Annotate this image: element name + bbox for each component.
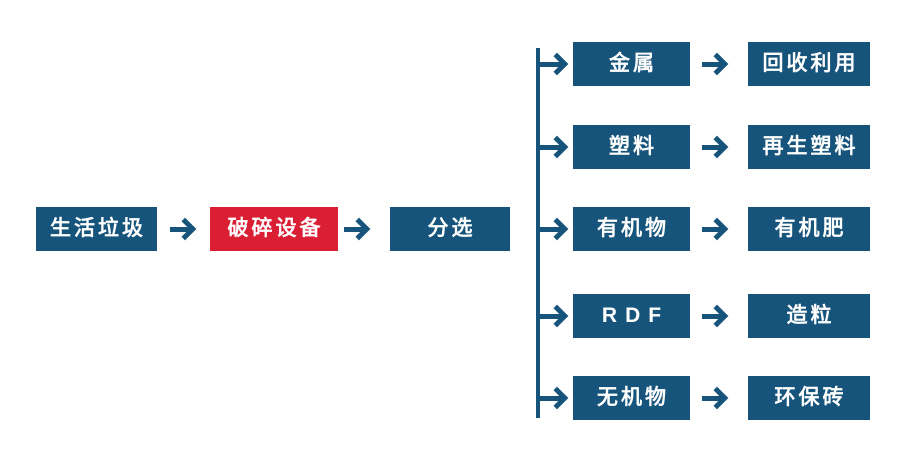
arrow-right-icon bbox=[537, 305, 568, 327]
node-sorting: 分选 bbox=[390, 207, 510, 251]
node-organic-fertilizer: 有机肥 bbox=[748, 207, 870, 251]
node-recycled-plastic: 再生塑料 bbox=[748, 125, 870, 169]
arrow-right-icon bbox=[702, 305, 728, 327]
node-household-waste: 生活垃圾 bbox=[36, 207, 157, 251]
node-recycling: 回收利用 bbox=[748, 42, 870, 86]
node-metal: 金属 bbox=[573, 42, 690, 86]
arrow-right-icon bbox=[537, 53, 568, 75]
arrow-right-icon bbox=[702, 387, 728, 409]
node-granulation: 造粒 bbox=[748, 294, 870, 338]
arrow-right-icon bbox=[537, 136, 568, 158]
arrow-right-icon bbox=[344, 218, 370, 240]
arrow-right-icon bbox=[702, 218, 728, 240]
arrow-right-icon bbox=[702, 53, 728, 75]
arrow-right-icon bbox=[537, 387, 568, 409]
arrow-right-icon bbox=[537, 218, 568, 240]
node-crushing-equipment: 破碎设备 bbox=[210, 207, 338, 251]
arrow-right-icon bbox=[170, 218, 196, 240]
node-inorganic-matter: 无机物 bbox=[573, 376, 690, 420]
node-organic-matter: 有机物 bbox=[573, 207, 690, 251]
node-rdf: RDF bbox=[573, 294, 690, 338]
node-plastic: 塑料 bbox=[573, 125, 690, 169]
arrow-right-icon bbox=[702, 136, 728, 158]
node-eco-brick: 环保砖 bbox=[748, 376, 870, 420]
